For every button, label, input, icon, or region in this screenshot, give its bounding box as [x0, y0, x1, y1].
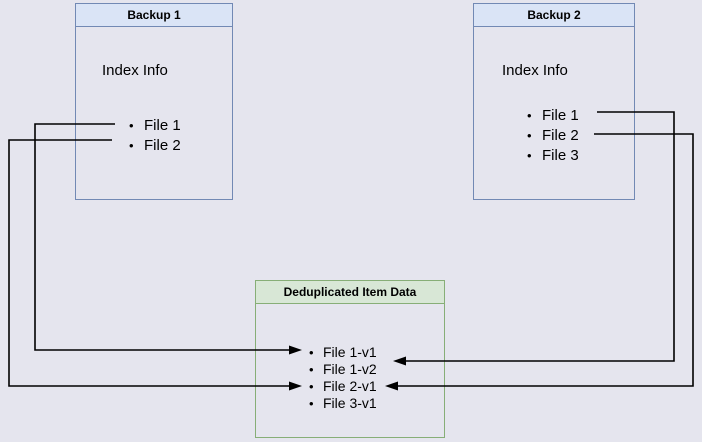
list-item: • File 3: [474, 146, 634, 166]
list-item: • File 3-v1: [256, 395, 444, 412]
dedup-file-list: • File 1-v1 • File 1-v2 • File 2-v1 • File 3…: [256, 344, 444, 412]
bullet-icon: •: [309, 379, 314, 394]
backup1-index-info-label: Index Info: [102, 62, 168, 79]
backup2-box: Backup 2 Index Info • File 1 • File 2 • Fil…: [473, 3, 635, 200]
dedup-file2v1-label: File 2-v1: [323, 378, 377, 394]
dedup-file1v2-label: File 1-v2: [323, 361, 377, 377]
backup1-file2-label: File 2: [144, 137, 181, 154]
list-item: • File 1: [474, 106, 634, 126]
dedup-box: Deduplicated Item Data • File 1-v1 • File …: [255, 280, 445, 438]
backup1-file1-label: File 1: [144, 117, 181, 134]
backup2-index-info-label: Index Info: [502, 62, 568, 79]
backup2-file3-label: File 3: [542, 147, 579, 164]
bullet-icon: •: [129, 118, 134, 133]
backup2-file2-label: File 2: [542, 127, 579, 144]
bullet-icon: •: [309, 396, 314, 411]
list-item: • File 2: [474, 126, 634, 146]
backup2-file1-label: File 1: [542, 107, 579, 124]
backup1-box: Backup 1 Index Info • File 1 • File 2: [75, 3, 233, 200]
dedup-file3v1-label: File 3-v1: [323, 395, 377, 411]
bullet-icon: •: [527, 148, 532, 163]
bullet-icon: •: [527, 108, 532, 123]
bullet-icon: •: [309, 362, 314, 377]
backup2-file-list: • File 1 • File 2 • File 3: [474, 106, 634, 166]
bullet-icon: •: [527, 128, 532, 143]
backup1-file-list: • File 1 • File 2: [76, 116, 232, 156]
list-item: • File 2: [76, 136, 232, 156]
list-item: • File 1: [76, 116, 232, 136]
backup2-title: Backup 2: [474, 4, 634, 27]
list-item: • File 1-v1: [256, 344, 444, 361]
bullet-icon: •: [309, 345, 314, 360]
list-item: • File 1-v2: [256, 361, 444, 378]
dedup-title: Deduplicated Item Data: [256, 281, 444, 304]
backup1-title: Backup 1: [76, 4, 232, 27]
bullet-icon: •: [129, 138, 134, 153]
list-item: • File 2-v1: [256, 378, 444, 395]
dedup-file1v1-label: File 1-v1: [323, 344, 377, 360]
